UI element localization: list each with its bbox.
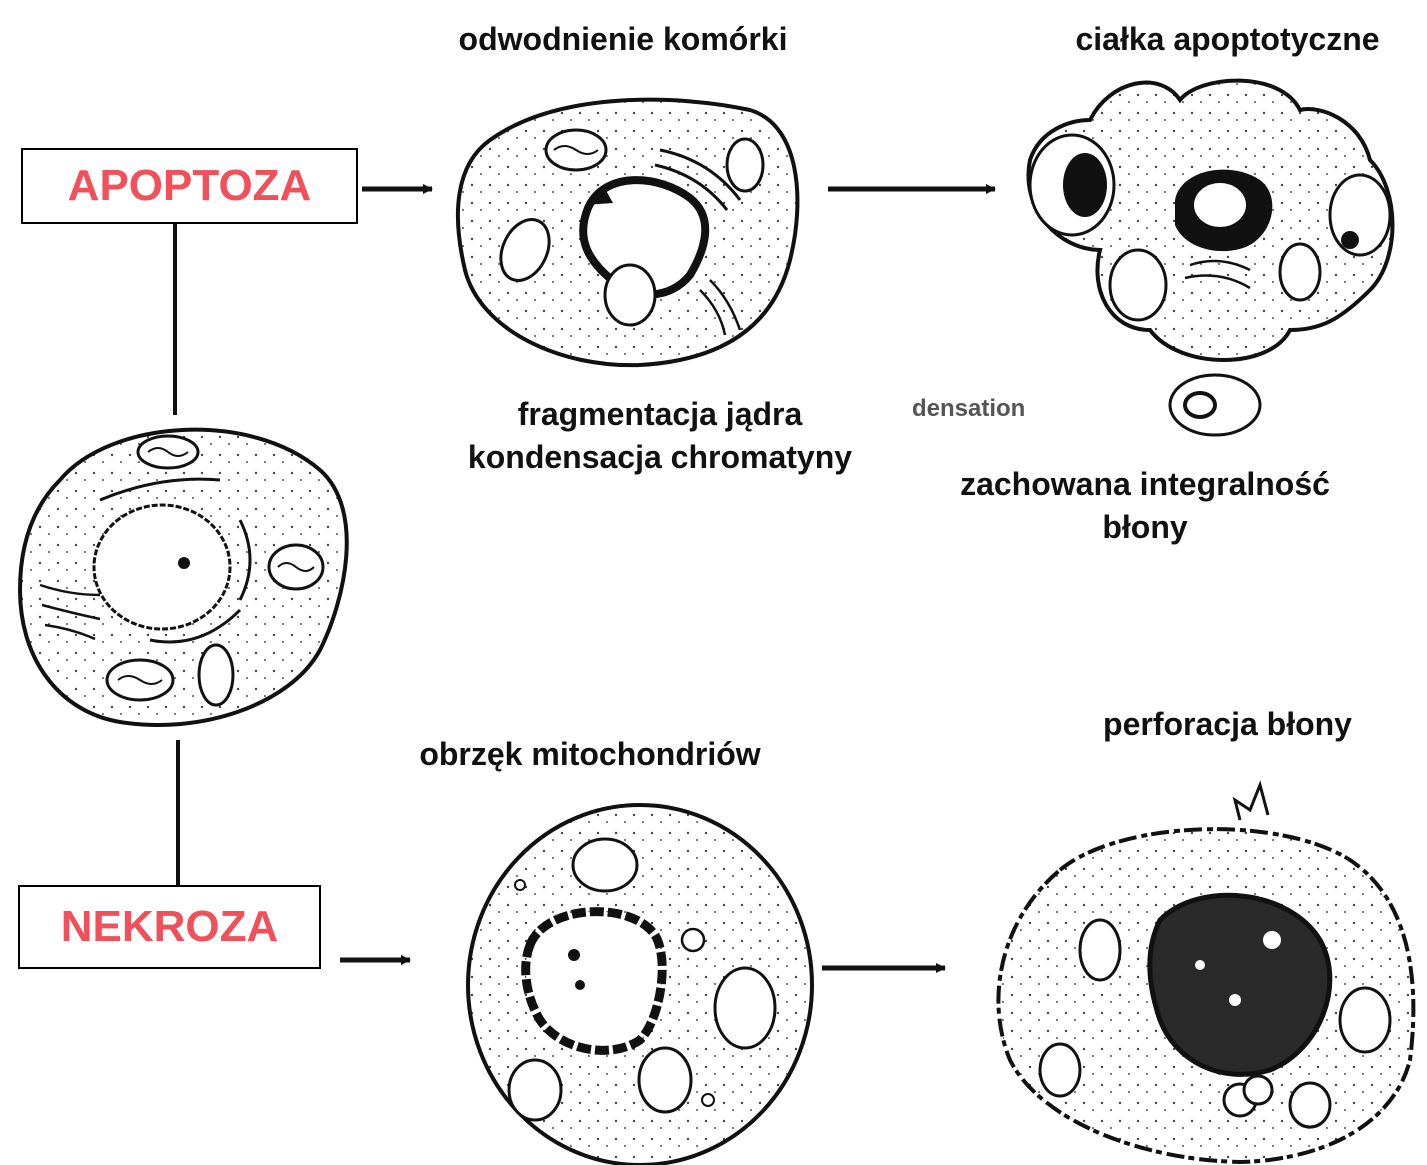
- membrane-perforation-label: perforacja błony: [1030, 705, 1425, 743]
- ghost-text-condensation: densation: [912, 395, 1025, 423]
- apoptosis-box-label: APOPTOZA: [21, 148, 358, 224]
- apoptotic-bodies-label: ciałka apoptotyczne: [1045, 20, 1410, 58]
- shrunken-cell-icon: [458, 100, 798, 365]
- nuclear-fragmentation-label-line1: fragmentacja jądra: [420, 395, 900, 433]
- membrane-integrity-label-line2: błony: [890, 508, 1400, 546]
- swollen-cell-icon: [468, 805, 812, 1165]
- mitochondrial-swelling-label: obrzęk mitochondriów: [305, 735, 875, 773]
- cell-dehydration-label: odwodnienie komórki: [408, 20, 838, 58]
- membrane-integrity-label-line1: zachowana integralność: [890, 465, 1400, 503]
- lysed-cell-icon: [998, 785, 1413, 1162]
- normal-cell-icon: [20, 430, 347, 725]
- nuclear-fragmentation-label-line2: kondensacja chromatyny: [420, 438, 900, 476]
- apoptotic-body-icon: [1028, 81, 1392, 435]
- necrosis-box-label: NEKROZA: [18, 885, 321, 969]
